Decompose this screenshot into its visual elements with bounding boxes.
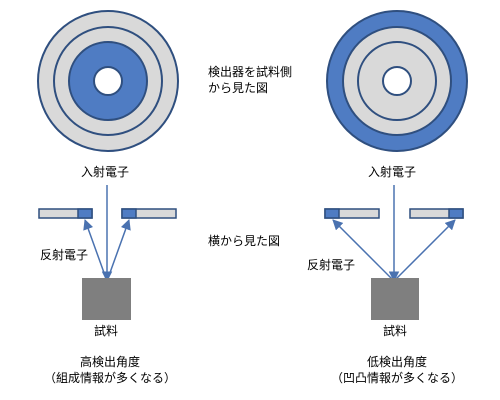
reflected-electron-label-left: 反射電子: [40, 248, 89, 262]
detector-side-view-high-angle: [38, 208, 177, 219]
top-view-caption-line2: から見た図: [208, 81, 269, 95]
incident-electron-label-left: 入射電子: [81, 165, 130, 179]
sample-block-right: [371, 278, 419, 320]
low-angle-note: （凹凸情報が多くなる）: [330, 371, 463, 385]
detector-top-view-low-angle: [326, 10, 468, 152]
sample-block-left: [82, 278, 131, 320]
high-angle-title: 高検出角度: [79, 355, 140, 369]
low-angle-caption: 低検出角度 （凹凸情報が多くなる）: [327, 354, 467, 386]
beams-high-angle: [83, 185, 131, 283]
high-angle-caption: 高検出角度 （組成情報が多くなる）: [40, 354, 180, 386]
reflected-beam-right-2: [393, 219, 456, 282]
side-view-caption: 横から見た図: [208, 234, 281, 248]
top-view-caption-line1: 検出器を試料側: [208, 65, 293, 79]
high-angle-note: （組成情報が多くなる）: [43, 371, 176, 385]
detector-side-view-low-angle: [324, 208, 464, 219]
detector-top-view-high-angle: [37, 10, 179, 152]
reflected-beam-left-2: [106, 219, 131, 282]
sample-label-right: 試料: [382, 324, 407, 338]
top-view-caption: 検出器を試料側 から見た図: [208, 64, 292, 96]
low-angle-title: 低検出角度: [366, 355, 427, 369]
reflected-beam-right-1: [332, 219, 395, 282]
beams-low-angle: [332, 185, 456, 283]
reflected-electron-label-right: 反射電子: [307, 258, 356, 272]
reflected-beam-left-1: [83, 219, 108, 282]
incident-electron-label-right: 入射電子: [368, 165, 417, 179]
sample-label-left: 試料: [93, 324, 118, 338]
